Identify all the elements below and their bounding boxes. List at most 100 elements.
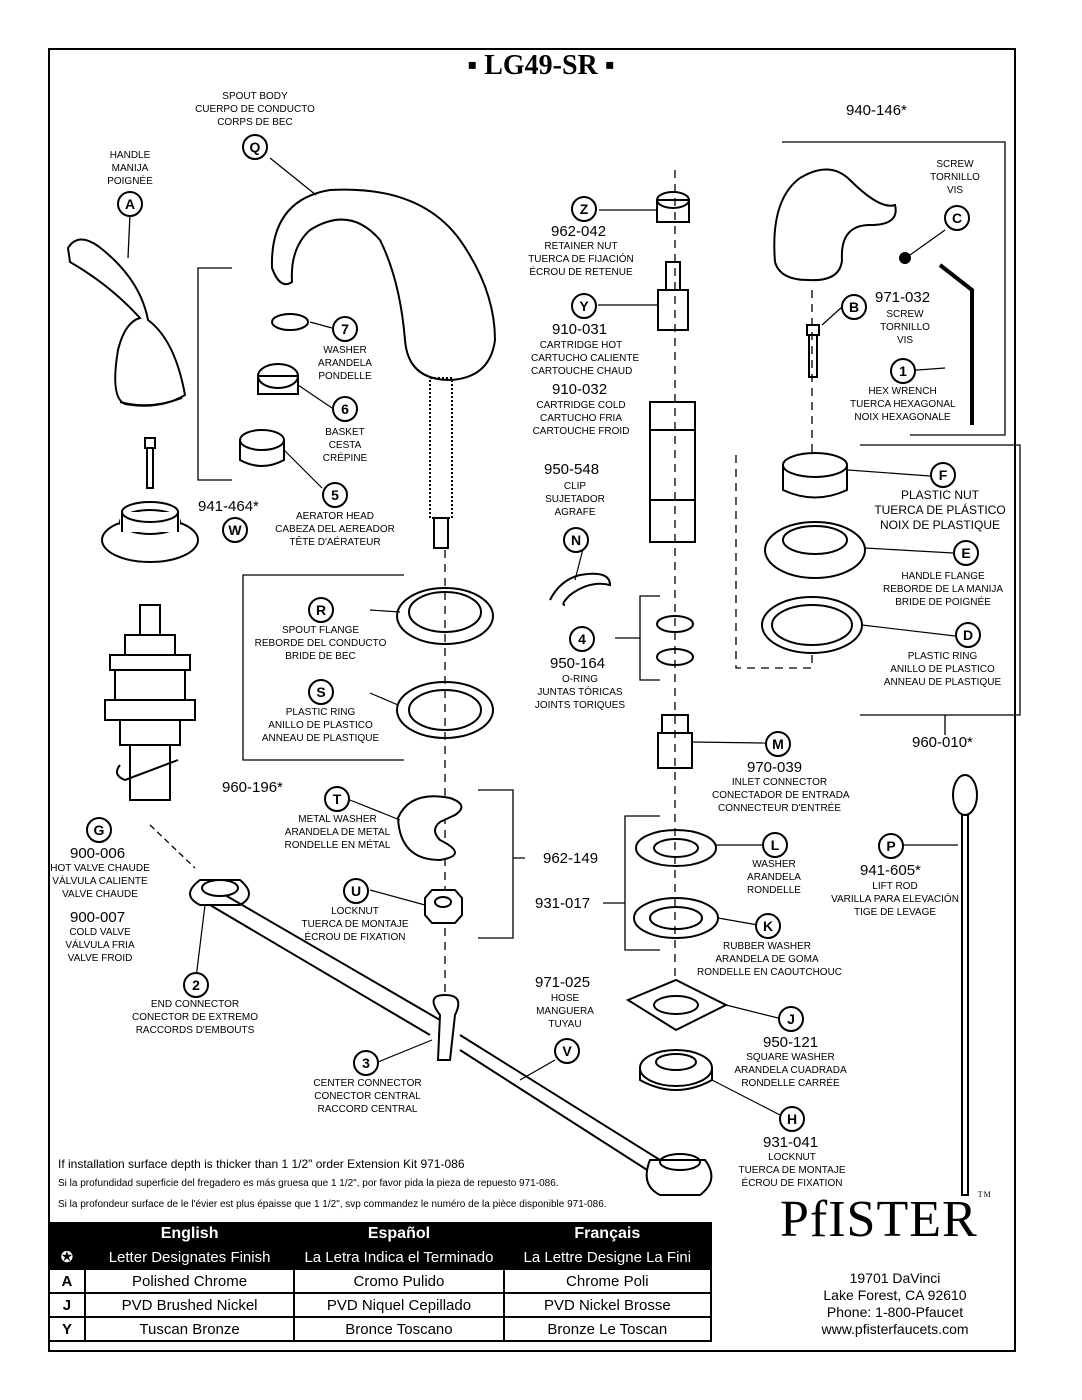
part-971-032: 971-032	[875, 289, 931, 306]
finish-code: Y	[48, 1316, 86, 1342]
callout-4: 4	[569, 626, 595, 652]
washer-7-shape	[271, 313, 309, 331]
finish-francais: Chrome Poli	[502, 1268, 713, 1294]
callout-g: G	[86, 817, 112, 843]
finish-subheader-english: Letter Designates Finish	[83, 1244, 296, 1270]
square-washer-j-shape	[625, 978, 729, 1032]
callout-v: V	[554, 1038, 580, 1064]
part-960-010: 960-010*	[912, 734, 973, 751]
callout-s: S	[308, 679, 334, 705]
finish-subheader-espanol: La Letra Indica el Terminado	[293, 1244, 505, 1270]
callout-l: L	[762, 832, 788, 858]
finish-marker-icon: ✪	[48, 1244, 86, 1270]
callout-m: M	[765, 731, 791, 757]
rubber-washer-k-shape	[633, 897, 719, 939]
basket-6-shape	[257, 363, 299, 395]
plastic-nut-f-shape	[782, 452, 848, 499]
part-970-039: 970-039	[747, 759, 803, 776]
plastic-ring-d-shape	[761, 596, 863, 654]
finish-english: PVD Brushed Nickel	[83, 1292, 296, 1318]
part-940-146: 940-146*	[846, 102, 907, 119]
part-950-548: 950-548	[544, 461, 600, 478]
finish-table-subheader: ✪ Letter Designates Finish La Letra Indi…	[48, 1244, 713, 1270]
callout-f: F	[930, 462, 956, 488]
spout-body-shape	[270, 188, 497, 382]
finish-header-espanol: Español	[293, 1222, 505, 1246]
finish-table-header: English Español Français	[48, 1222, 713, 1246]
callout-2: 2	[183, 972, 209, 998]
page-frame	[48, 48, 1016, 1352]
callout-p: P	[878, 833, 904, 859]
callout-1: 1	[890, 358, 916, 384]
logo-tm: TM	[977, 1190, 992, 1199]
callout-n: N	[563, 527, 589, 553]
finish-subheader-francais: La Lettre Designe La Fini	[502, 1244, 713, 1270]
finish-english: Polished Chrome	[83, 1268, 296, 1294]
finish-espanol: Cromo Pulido	[293, 1268, 505, 1294]
finish-francais: PVD Nickel Brosse	[502, 1292, 713, 1318]
part-900-006: 900-006	[70, 845, 126, 862]
callout-j: J	[778, 1006, 804, 1032]
screw-c-shape	[899, 252, 911, 264]
table-row: Y Tuscan Bronze Bronce Toscano Bronze Le…	[48, 1316, 713, 1342]
right-handle-shape	[773, 168, 897, 282]
part-931-041: 931-041	[763, 1134, 819, 1151]
phone-line: Phone: 1-800-Pfaucet	[826, 1304, 964, 1320]
note-extension-kit-en: If installation surface depth is thicker…	[58, 1157, 465, 1171]
locknut-u-shape	[424, 889, 463, 924]
cartridge-y-shape	[657, 261, 689, 331]
pfister-logo: PfISTERTM	[780, 1190, 992, 1249]
finish-english: Tuscan Bronze	[83, 1316, 296, 1342]
hose-assembly-shape	[189, 879, 713, 1196]
callout-h: H	[779, 1106, 805, 1132]
callout-z: Z	[571, 196, 597, 222]
handle-flange-e-shape	[764, 521, 866, 579]
callout-5: 5	[322, 482, 348, 508]
callout-y: Y	[571, 293, 597, 319]
part-960-196: 960-196*	[222, 779, 283, 796]
part-931-017: 931-017	[535, 895, 591, 912]
part-941-464: 941-464*	[198, 498, 259, 515]
left-valve-body-shape	[104, 604, 196, 801]
clip-n-shape	[549, 572, 612, 606]
metal-washer-t-shape	[396, 795, 463, 862]
note-extension-kit-es: Si la profundidad superficie del fregade…	[58, 1178, 559, 1189]
table-row: J PVD Brushed Nickel PVD Niquel Cepillad…	[48, 1292, 713, 1318]
left-screw-shape	[144, 437, 156, 489]
website-link[interactable]: www.pfisterfaucets.com	[821, 1321, 969, 1337]
left-handle-shape	[66, 238, 187, 407]
callout-7: 7	[332, 316, 358, 342]
finish-header-francais: Français	[502, 1222, 713, 1246]
finish-header-blank	[48, 1222, 86, 1246]
part-971-025: 971-025	[535, 974, 591, 991]
callout-r: R	[308, 597, 334, 623]
retainer-nut-z-shape	[656, 191, 690, 223]
part-910-032: 910-032	[552, 381, 608, 398]
callout-6: 6	[332, 396, 358, 422]
